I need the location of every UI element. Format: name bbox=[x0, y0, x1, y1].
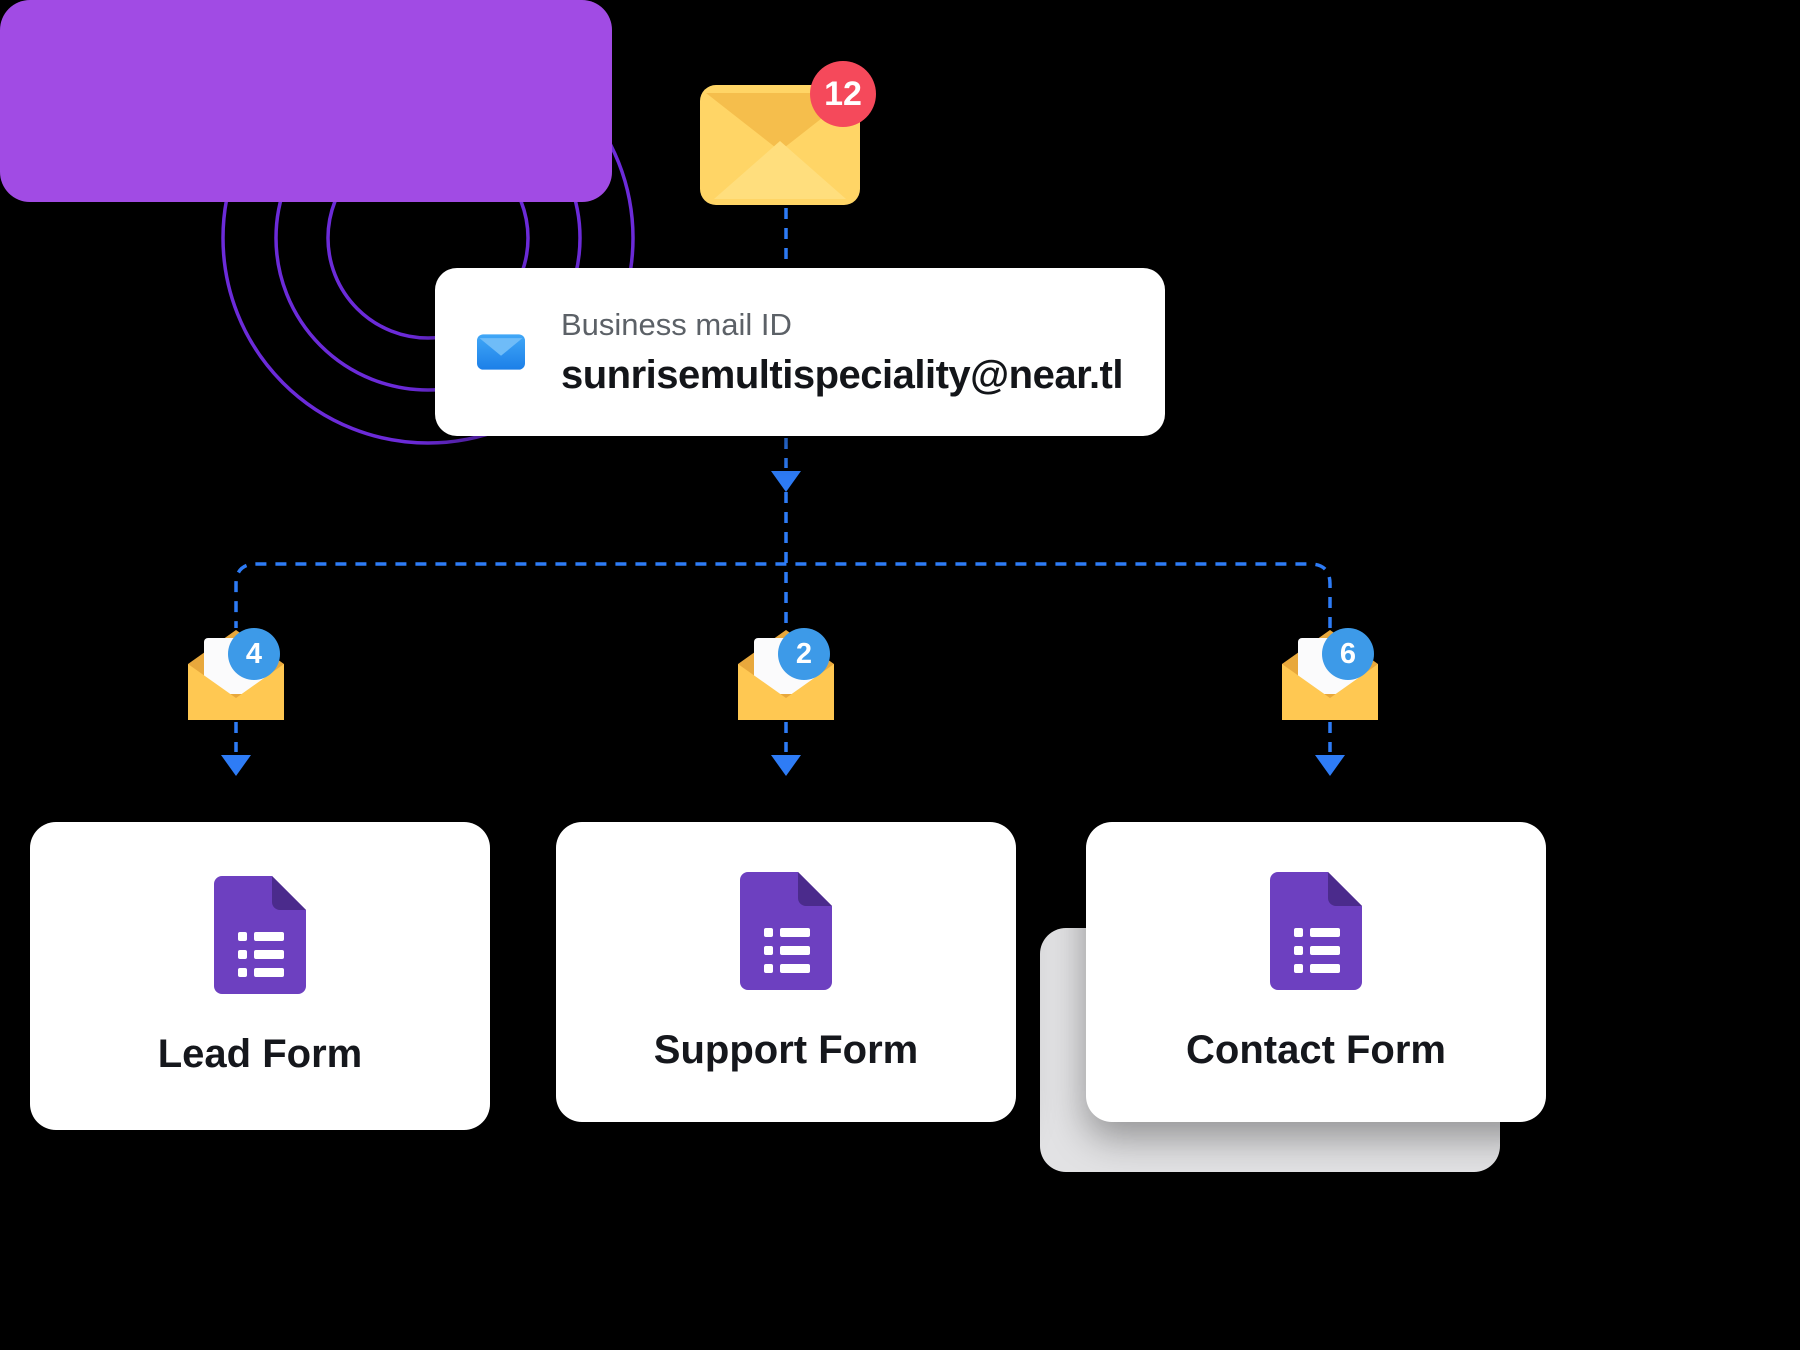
arrow-down-icon bbox=[221, 755, 251, 776]
incoming-mail: 12 bbox=[700, 61, 876, 205]
lead-form-card: Lead Form bbox=[30, 822, 490, 1130]
form-card-label: Contact Form bbox=[1186, 1027, 1446, 1072]
mail-count-badge: 6 bbox=[1322, 628, 1374, 680]
mail-card-label: Business mail ID bbox=[561, 306, 792, 342]
google-forms-icon bbox=[1270, 871, 1362, 990]
branch-envelope-lead: 4 bbox=[188, 628, 284, 720]
arrow-down-icon bbox=[771, 755, 801, 776]
branch-envelope-contact: 6 bbox=[1282, 628, 1378, 720]
form-card-label: Support Form bbox=[653, 1027, 919, 1072]
arrow-down-icon bbox=[1315, 755, 1345, 776]
unread-count-badge: 12 bbox=[810, 61, 876, 127]
google-forms-icon bbox=[214, 875, 306, 994]
mail-icon bbox=[477, 334, 525, 370]
arrow-down-icon bbox=[771, 471, 801, 492]
mail-card-text: Business mail ID sunrisemultispeciality@… bbox=[561, 306, 1124, 398]
business-mail-card: Business mail ID sunrisemultispeciality@… bbox=[435, 268, 1165, 436]
mail-count-badge: 2 bbox=[778, 628, 830, 680]
support-form-card: Support Form bbox=[556, 822, 1016, 1122]
mail-count-badge: 4 bbox=[228, 628, 280, 680]
branch-envelope-support: 2 bbox=[738, 628, 834, 720]
contact-form-card: Contact Form bbox=[1086, 822, 1546, 1122]
business-email: sunrisemultispeciality@near.tl bbox=[561, 352, 1124, 397]
purple-banner-block bbox=[0, 0, 612, 202]
google-forms-icon bbox=[740, 871, 832, 990]
form-card-label: Lead Form bbox=[157, 1031, 363, 1076]
